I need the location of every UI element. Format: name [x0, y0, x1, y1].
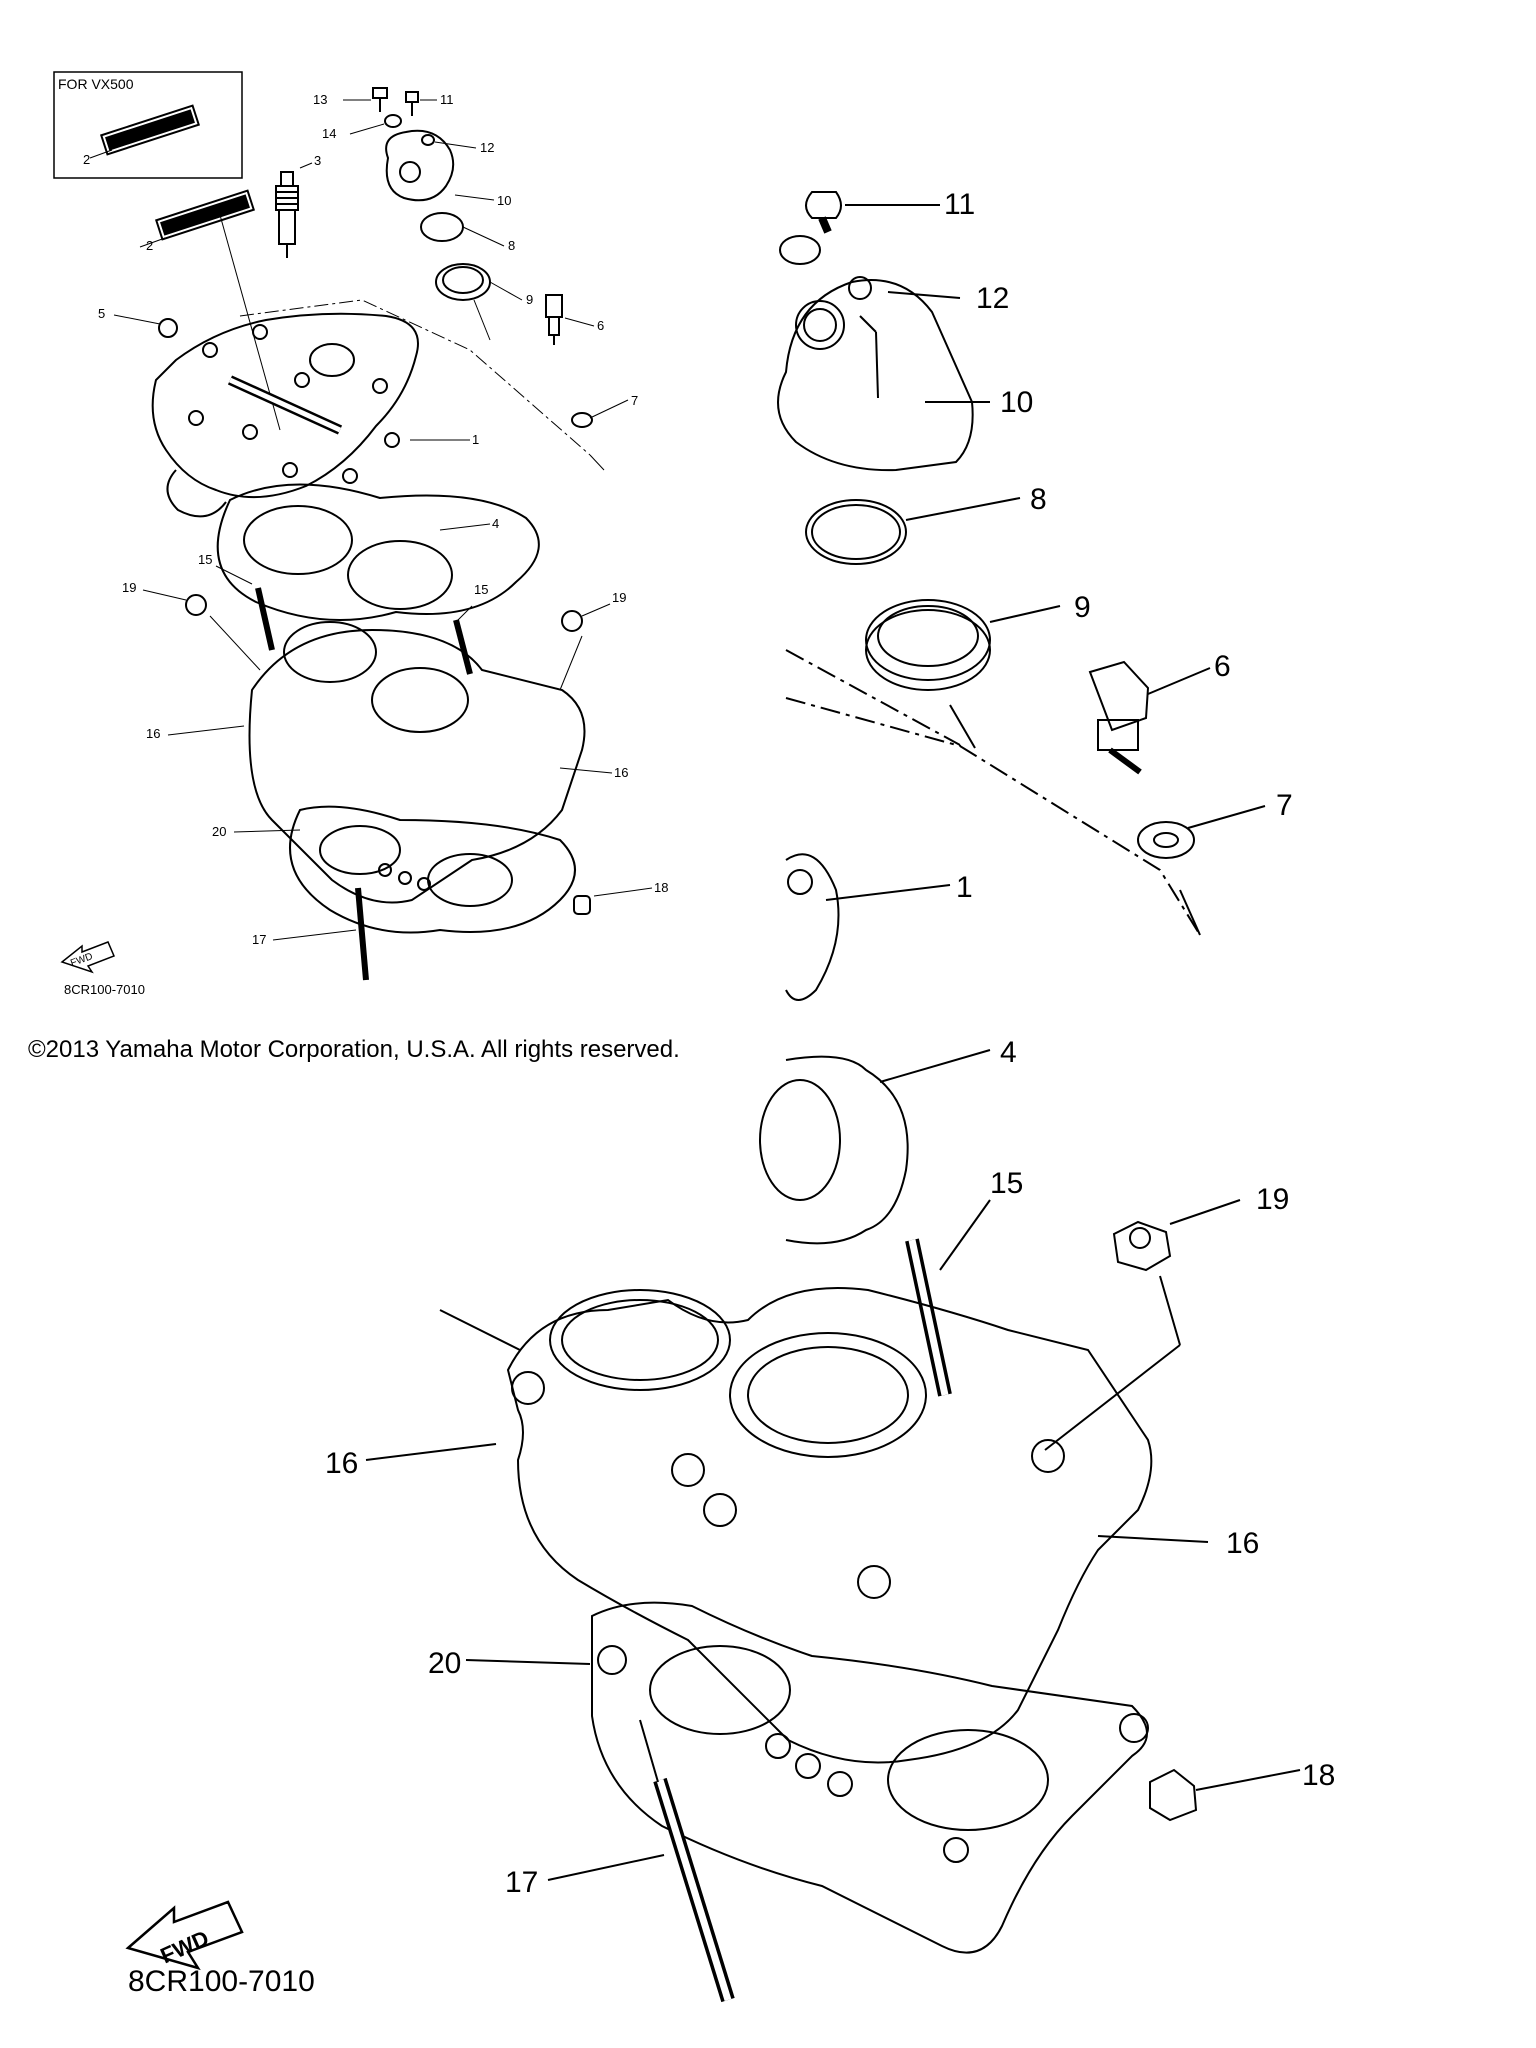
- callout: 6: [597, 318, 604, 333]
- callout: 7: [1276, 789, 1293, 822]
- copyright-notice: ©2013 Yamaha Motor Corporation, U.S.A. A…: [28, 1036, 680, 1063]
- callout: 18: [654, 880, 668, 895]
- callout: 19: [612, 590, 626, 605]
- callout: 17: [252, 932, 266, 947]
- callout: 2: [146, 238, 153, 253]
- callout: 15: [990, 1167, 1023, 1200]
- detail-bottom-diagram: [125, 1049, 1301, 2003]
- spark-plug: [275, 171, 299, 258]
- callout: 2: [83, 152, 90, 167]
- diagram-code-small: 8CR100-7010: [64, 982, 145, 997]
- callout: 10: [1000, 386, 1033, 419]
- callout: 11: [440, 92, 454, 107]
- callout: 18: [1302, 1759, 1335, 1792]
- callout: 20: [212, 824, 226, 839]
- callout: 19: [122, 580, 136, 595]
- callout: 12: [976, 282, 1009, 315]
- callout: 10: [497, 193, 511, 208]
- callout: 9: [1074, 591, 1091, 624]
- callout: 16: [614, 765, 628, 780]
- vx500-note: FOR VX500: [58, 76, 134, 92]
- callout: 4: [1000, 1036, 1017, 1069]
- callout: 11: [944, 188, 975, 221]
- callout: 5: [98, 306, 105, 321]
- callout: 7: [631, 393, 638, 408]
- callout: 1: [956, 871, 973, 904]
- callout: 8: [1030, 483, 1047, 516]
- callout: 16: [146, 726, 160, 741]
- detail-bottom-callouts: 4 15 19 16 16 20 18 17 FWD: [157, 1036, 1336, 1968]
- callout: 12: [480, 140, 494, 155]
- callout: 15: [474, 582, 488, 597]
- callout: 14: [322, 126, 336, 141]
- callout: 4: [492, 516, 499, 531]
- overview-diagram: [53, 71, 653, 981]
- callout: 20: [428, 1647, 461, 1680]
- decal-inset: [99, 104, 201, 156]
- vx500-inset-box: [53, 71, 243, 179]
- detail-top-diagram: [777, 191, 1266, 1001]
- decal-part: [154, 189, 256, 241]
- callout: 8: [508, 238, 515, 253]
- diagram-code-large: 8CR100-7010: [128, 1965, 315, 1998]
- callout: 9: [526, 292, 533, 307]
- fwd-label-large: FWD: [157, 1925, 213, 1968]
- callout: 17: [505, 1866, 538, 1899]
- callout: 3: [314, 153, 321, 168]
- callout: 16: [325, 1447, 358, 1480]
- callout: 6: [1214, 650, 1231, 683]
- detail-top-callouts: 11 12 10 8 9 6 7 1: [944, 188, 1293, 904]
- callout: 15: [198, 552, 212, 567]
- callout: 19: [1256, 1183, 1289, 1216]
- callout: 16: [1226, 1527, 1259, 1560]
- callout: 1: [472, 432, 479, 447]
- callout: 13: [313, 92, 327, 107]
